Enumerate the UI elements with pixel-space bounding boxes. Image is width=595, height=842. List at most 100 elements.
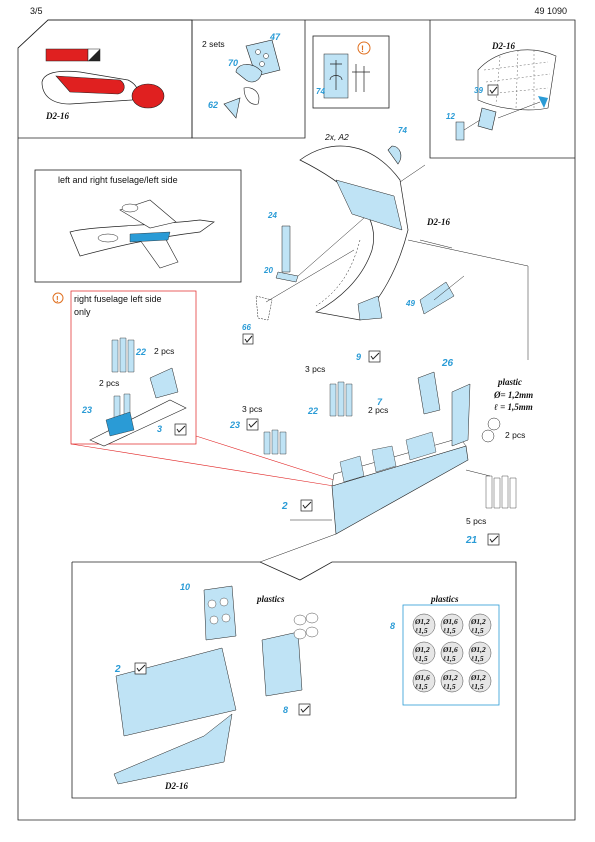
bottom-part-8: 8 [283,705,288,715]
side-part-2: 2 [281,501,288,512]
cockpit-part-49: 49 [405,299,415,308]
plastic-diameter-label: Ø1,2 [470,617,486,626]
side-part-7: 7 [377,397,383,407]
nose-label: D2-16 [491,41,515,51]
plastic-length: ℓ = 1,5mm [494,402,533,412]
red-count-a: 2 pcs [154,346,174,356]
color-ref-label: D2-16 [45,111,69,121]
nose-part-39: 39 [474,86,483,95]
page-number: 3/5 [30,6,43,16]
plastic-disc [440,669,464,693]
plastic-disc [468,641,492,665]
side-part-9: 9 [356,352,361,362]
red-box-panel: ! right fuselage left side only 22 2 pcs… [52,290,335,487]
plastic-length-label: ℓ1,5 [442,654,456,663]
red-part-23: 23 [81,405,92,415]
bottom-part-2: 2 [114,664,121,675]
check-box-66 [242,333,254,345]
plastic-length-label: ℓ1,5 [470,626,484,635]
check-box-21 [487,533,500,546]
cockpit-label: D2-16 [426,217,450,227]
part-62: 62 [208,100,218,110]
panel-warning: ! 74 [312,35,390,109]
check-box-bottom-2 [134,662,147,675]
count-2: 2 pcs [368,405,388,415]
plastic-length-label: ℓ1,5 [470,654,484,663]
panel-2-sets: 2 sets 47 70 62 [191,20,306,139]
warning-mark-2: ! [56,295,59,304]
panel-nose: D2-16 39 12 [429,20,575,159]
red-part-3: 3 [157,424,162,434]
plastics-ref-label: plastics [430,594,459,604]
plastic-length-label: ℓ1,5 [470,682,484,691]
plastic-diameter-label: Ø1,6 [442,617,458,626]
fuselage-label: left and right fuselage/left side [58,175,178,185]
side-part-26: 26 [441,358,454,369]
warning-mark: ! [361,44,364,54]
nose-part-12: 12 [446,112,455,121]
panel-bottom: 10 2 8 plastics D2-16 [71,561,517,799]
plastic-label: plastic [497,377,522,387]
panel-fuselage: left and right fuselage/left side [34,169,242,283]
plastic-diameter-label: Ø1,6 [414,673,430,682]
plastic-disc [468,669,492,693]
cockpit-part-24: 24 [267,211,277,220]
side-console: 9 26 3 pcs 22 7 2 pcs 3 pcs 23 2 2 pcs 5… [229,350,533,563]
red-note: right fuselage left side [74,294,162,304]
side-part-23: 23 [229,420,240,430]
bottom-part-10: 10 [180,582,190,592]
side-part-21: 21 [465,535,478,546]
red-part-22: 22 [135,347,146,357]
cockpit-part-20: 20 [263,266,273,275]
cockpit-part-66: 66 [242,323,251,332]
bottom-label: D2-16 [164,781,188,791]
warning-icon [357,41,371,55]
product-code: 49 1090 [534,6,567,16]
warning-icon-2 [52,292,64,304]
plastic-disc [412,613,436,637]
side-part-22: 22 [307,406,318,416]
plastic-length-label: ℓ1,5 [442,682,456,691]
check-box-3 [174,423,187,436]
plastic-disc [412,669,436,693]
plastics-grid: Ø1,2ℓ1,5Ø1,6ℓ1,5Ø1,2ℓ1,5Ø1,2ℓ1,5Ø1,6ℓ1,5… [412,613,492,693]
plastic-length-label: ℓ1,5 [414,682,428,691]
plastic-diameter-label: Ø1,2 [470,645,486,654]
part-70: 70 [228,58,238,68]
plastic-length-label: ℓ1,5 [414,626,428,635]
check-box-39 [487,84,499,96]
count-2b: 2 pcs [505,430,525,440]
part-47: 47 [269,32,281,42]
plastic-disc [440,613,464,637]
plastic-diameter-label: Ø1,2 [442,673,458,682]
panel-color-ref: D2-16 [17,19,193,139]
cockpit-view: 2x, A2 74 D2-16 24 20 66 49 [242,126,529,360]
plastic-disc [412,641,436,665]
plastic-disc [440,641,464,665]
plastic-diameter-label: Ø1,6 [442,645,458,654]
plastic-diameter-label: Ø1,2 [414,645,430,654]
cockpit-part-74: 74 [398,126,407,135]
plastics-ref: plastics 8 Ø1,2ℓ1,5Ø1,6ℓ1,5Ø1,2ℓ1,5Ø1,2ℓ… [390,594,500,706]
cockpit-note: 2x, A2 [324,132,349,142]
check-box-bottom-8 [298,703,311,716]
red-count-b: 2 pcs [99,378,119,388]
red-note-2: only [74,307,91,317]
plastic-diameter-label: Ø1,2 [470,673,486,682]
check-box-23 [246,418,259,431]
warn-part: 74 [316,87,325,96]
plastic-length-label: ℓ1,5 [442,626,456,635]
check-box-9 [368,350,381,363]
count-3a: 3 pcs [305,364,325,374]
bottom-plastics-label: plastics [256,594,285,604]
plastic-length-label: ℓ1,5 [414,654,428,663]
plastic-disc [468,613,492,637]
count-3b: 3 pcs [242,404,262,414]
check-box-2 [300,499,313,512]
plastic-diameter: Ø= 1,2mm [493,390,533,400]
sets-label: 2 sets [202,39,225,49]
plastic-diameter-label: Ø1,2 [414,617,430,626]
count-5: 5 pcs [466,516,486,526]
plastics-ref-part: 8 [390,621,395,631]
